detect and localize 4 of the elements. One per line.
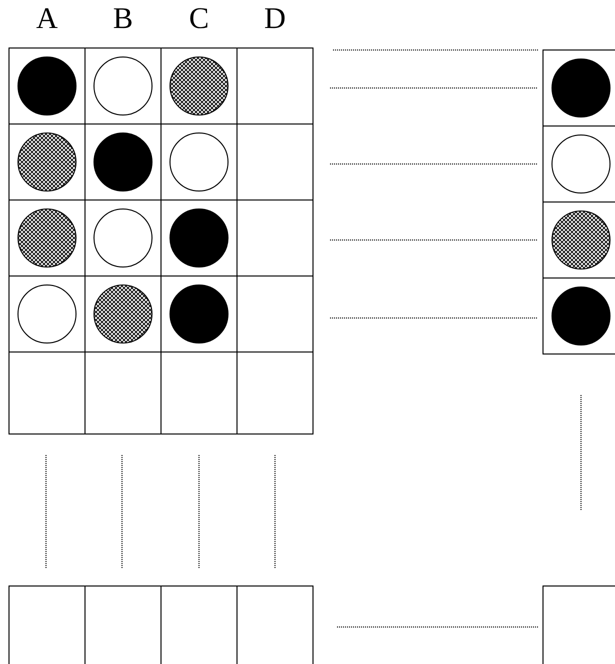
column-label: C <box>188 2 210 36</box>
column-label: D <box>263 2 287 36</box>
column-label: B <box>112 2 134 36</box>
column-label: A <box>35 2 59 36</box>
